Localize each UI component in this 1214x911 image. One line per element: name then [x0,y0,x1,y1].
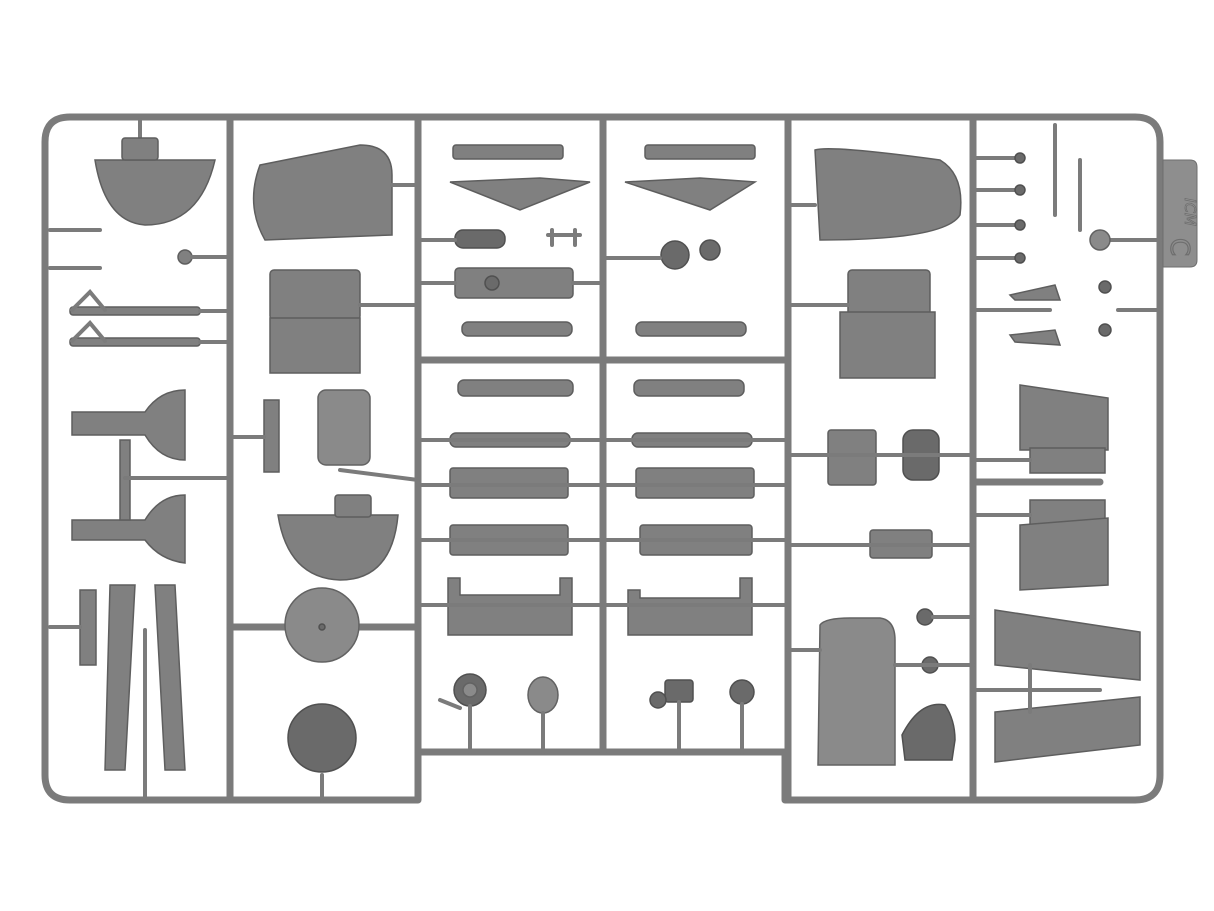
center-parts [416,144,790,754]
column-6-parts [971,123,1162,763]
tailplane-tip [71,494,186,564]
icm-logo: ICM [1181,198,1199,226]
rudder-half [94,159,216,226]
rudder-half [277,514,399,581]
column-5-parts [786,148,975,766]
control-wheel [1089,229,1111,251]
spinner-dome [287,703,357,773]
column-1-parts [48,118,232,802]
cockpit-floor [817,617,896,766]
tailplane-tip [71,389,186,461]
aileron-part [994,696,1141,763]
instrument-panel [901,703,956,761]
aileron-part [994,609,1141,681]
fin-part [814,148,962,241]
sprue-tag: ICM C [1162,159,1199,268]
fin-part [252,144,393,241]
column-2-parts [228,144,420,802]
exhaust-stacks [457,321,747,397]
flap-part [1019,384,1109,451]
flap-part [1019,517,1109,591]
sprue-letter: C [1164,238,1194,256]
